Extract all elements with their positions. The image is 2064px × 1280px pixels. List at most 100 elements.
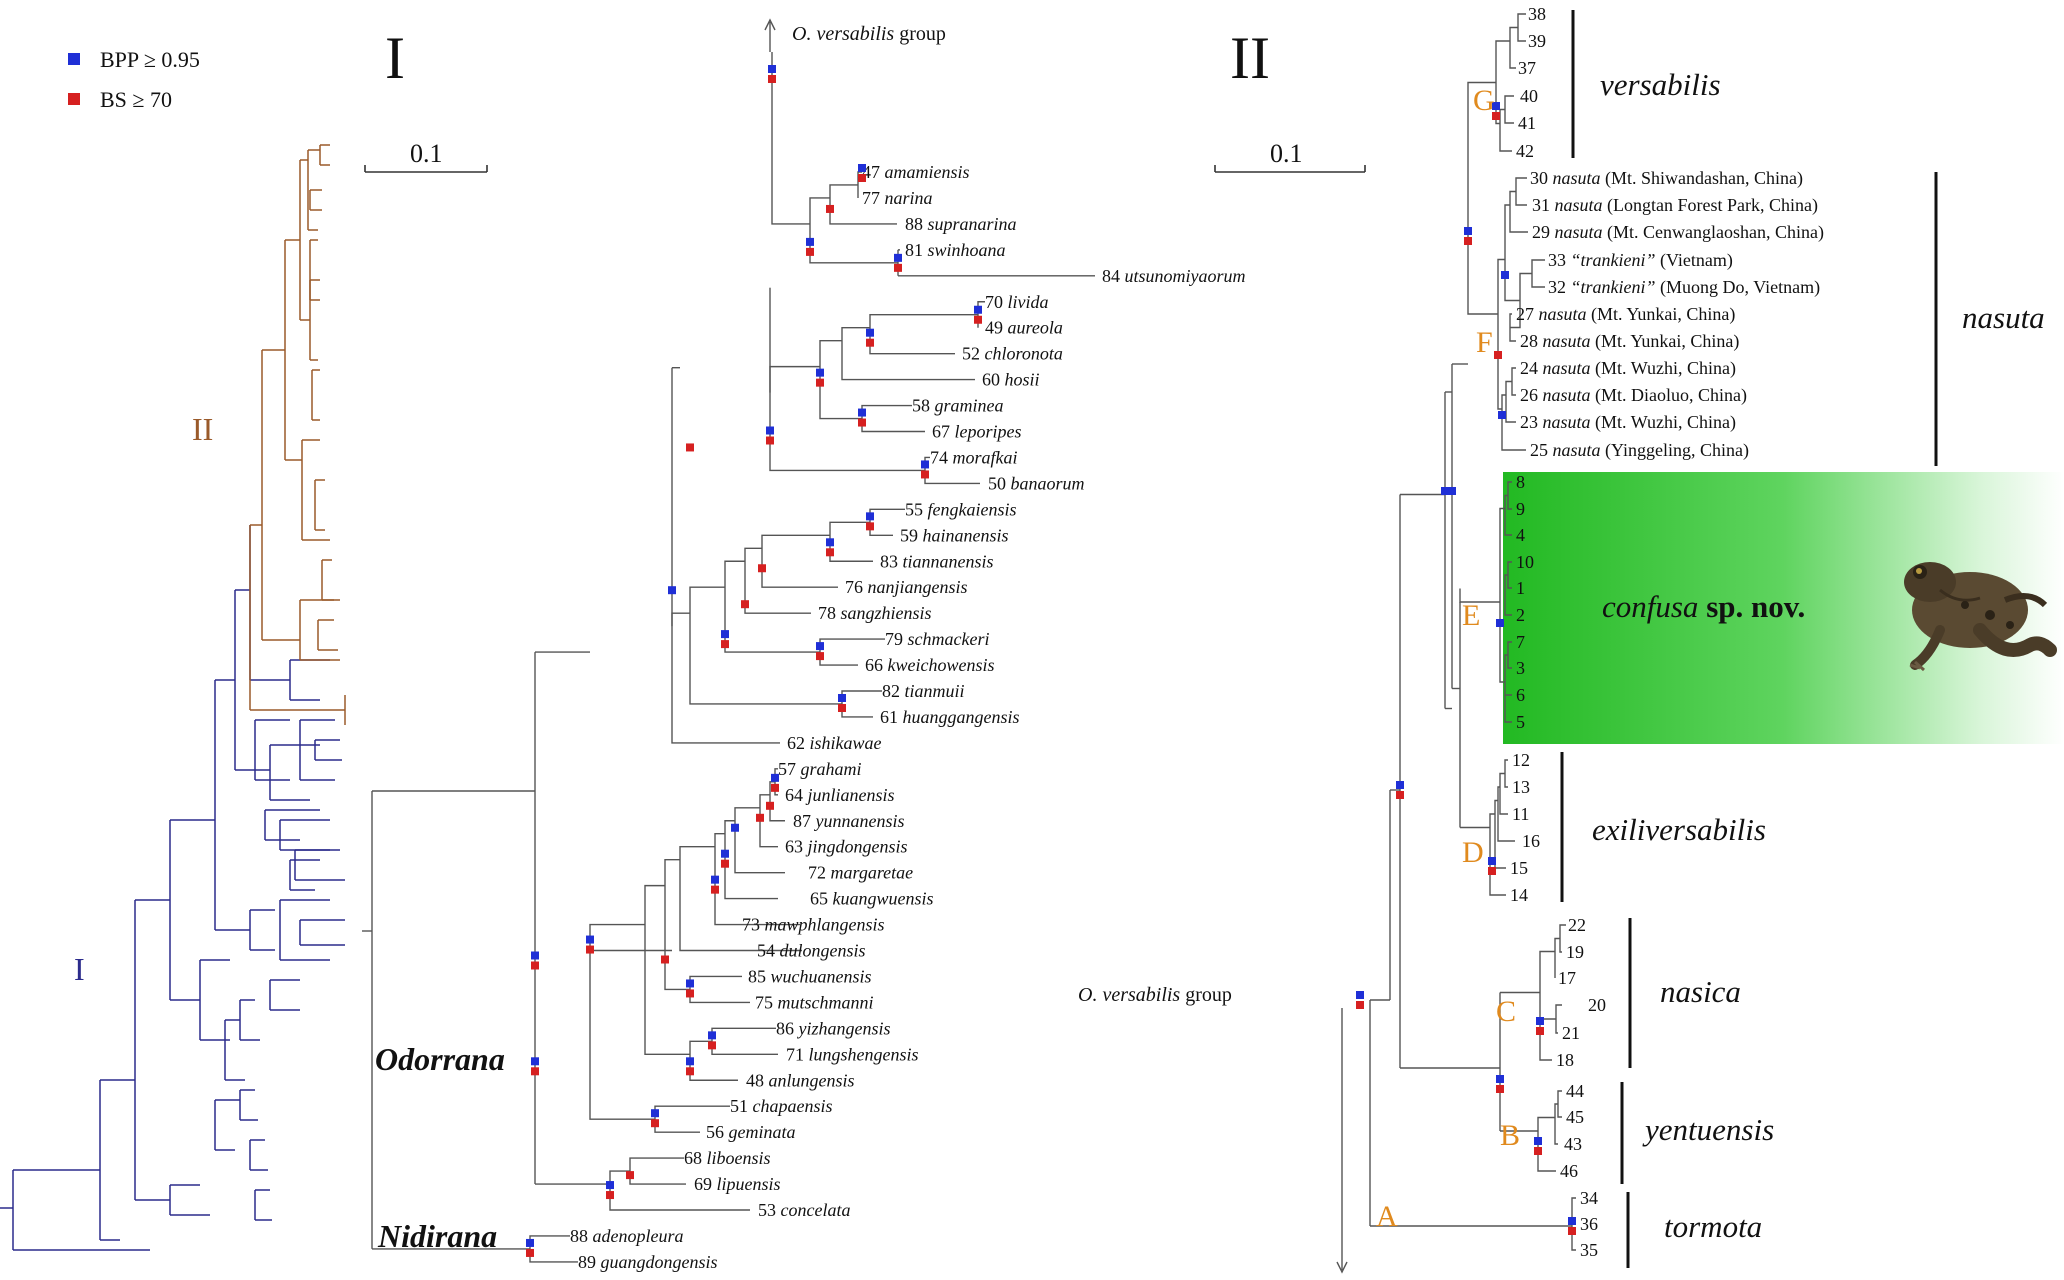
taxon-label: 71 lungshengensis <box>786 1044 919 1064</box>
taxon-name: ishikawae <box>810 733 882 753</box>
bpp-support-mark <box>858 408 866 417</box>
taxon-name: yunnanensis <box>814 811 905 831</box>
taxon-number: 83 <box>880 551 903 571</box>
overview-clade-II-branches <box>249 144 346 725</box>
bs-support-mark <box>1568 1227 1576 1235</box>
tip-number: 26 <box>1520 385 1543 405</box>
bpp-support-mark <box>806 237 814 246</box>
taxon-name: anlungensis <box>769 1070 855 1090</box>
tree-branch <box>1554 1103 1558 1145</box>
taxon-number: 86 <box>776 1018 799 1038</box>
taxon-name: hosii <box>1005 370 1040 390</box>
bs-support-mark <box>1534 1147 1542 1155</box>
bs-support-mark <box>721 859 729 868</box>
tip-locality: (Mt. Yunkai, China) <box>1591 331 1740 352</box>
taxon-label: 88 supranarina <box>905 214 1017 234</box>
group-name-confusa-suffix: sp. nov. <box>1706 589 1805 624</box>
tree-branch <box>1494 799 1506 869</box>
bpp-support-mark <box>1536 1017 1544 1025</box>
taxon-label: 56 geminata <box>706 1122 796 1142</box>
bpp-support-mark <box>606 1181 614 1190</box>
panel-II-scale-label: 0.1 <box>1270 139 1303 168</box>
taxon-number: 81 <box>905 240 928 260</box>
bpp-support-mark <box>686 1057 694 1066</box>
bpp-support-mark <box>1498 411 1506 419</box>
bpp-support-mark <box>1448 487 1456 495</box>
bpp-support-mark <box>768 65 776 73</box>
tip-locality: (Longtan Forest Park, China) <box>1603 195 1818 216</box>
tip-number: 8 <box>1516 472 1525 492</box>
overview-clade-I-branches <box>0 525 330 1251</box>
taxon-label: 64 junlianensis <box>785 785 895 805</box>
clade-letters: G F E D C B A <box>1376 84 1520 1233</box>
tree-branch <box>1501 394 1526 451</box>
taxon-number: 77 <box>862 188 885 208</box>
tip-number: 22 <box>1568 915 1586 935</box>
taxon-name: narina <box>885 188 933 208</box>
tip-locality: (Mt. Wuzhi, China) <box>1591 358 1736 379</box>
tip-number: 5 <box>1516 712 1525 732</box>
tip-number: 36 <box>1580 1214 1598 1234</box>
taxon-name: chloronota <box>985 344 1063 364</box>
taxon-label: 86 yizhangensis <box>776 1018 891 1038</box>
tree-branch <box>671 612 780 744</box>
tip-number: 35 <box>1580 1240 1598 1260</box>
taxon-name: jingdongensis <box>806 837 908 857</box>
taxon-number: 58 <box>912 396 935 416</box>
taxon-label: 61 huanggangensis <box>880 707 1020 727</box>
bs-support-mark <box>586 945 594 954</box>
group-name-exiliversabilis: exiliversabilis <box>1592 812 1766 847</box>
taxon-label: 84 utsunomiyaorum <box>1102 266 1246 286</box>
taxon-label: 88 adenopleura <box>570 1226 683 1246</box>
taxon-name: schmackeri <box>908 629 990 649</box>
nasuta-tip: 23 nasuta (Mt. Wuzhi, China) <box>1520 412 1736 433</box>
bs-support-mark <box>651 1119 659 1128</box>
taxon-number: 49 <box>985 318 1008 338</box>
nasuta-tip: 31 nasuta (Longtan Forest Park, China) <box>1532 195 1818 216</box>
bs-support-mark <box>1492 112 1500 120</box>
bs-support-mark <box>766 801 774 810</box>
overview-tree: II I <box>0 144 346 1251</box>
bpp-support-mark <box>1496 1075 1504 1083</box>
bs-support-mark <box>866 338 874 347</box>
frog-photo <box>1904 562 2057 672</box>
tip-species: nasuta <box>1539 304 1587 324</box>
panel-II-outgroup: O. versabilis group <box>1078 984 1348 1274</box>
tree-branch <box>1504 95 1514 124</box>
bs-support-mark <box>711 885 719 894</box>
bs-support-mark <box>974 315 982 324</box>
bpp-legend-label: BPP ≥ 0.95 <box>100 47 200 72</box>
taxon-label: 66 kweichowensis <box>865 655 994 675</box>
tip-species: “trankieni” <box>1571 277 1656 297</box>
bpp-legend-swatch <box>68 53 80 65</box>
tip-number: 6 <box>1516 685 1525 705</box>
taxon-label: 69 lipuensis <box>694 1174 781 1194</box>
tip-species: nasuta <box>1543 385 1591 405</box>
tip-species: nasuta <box>1543 331 1591 351</box>
tip-number: 14 <box>1510 885 1528 905</box>
taxon-number: 53 <box>758 1200 781 1220</box>
taxon-number: 56 <box>706 1122 729 1142</box>
taxon-number: 75 <box>755 992 778 1012</box>
taxon-name: supranarina <box>928 214 1017 234</box>
taxon-label: 89 guangdongensis <box>578 1252 718 1272</box>
tree-branch <box>1467 81 1498 315</box>
tip-species: nasuta <box>1555 195 1603 215</box>
bs-legend-label: BS ≥ 70 <box>100 87 172 112</box>
group-name-versabilis: versabilis <box>1600 67 1721 102</box>
taxon-number: 71 <box>786 1044 809 1064</box>
tree-branch <box>771 75 810 225</box>
bs-support-mark <box>1494 351 1502 359</box>
tree-branch <box>724 820 778 900</box>
tree-branch <box>1554 937 1560 978</box>
bs-support-mark <box>531 1067 539 1076</box>
taxon-label: 65 kuangwuensis <box>810 889 934 909</box>
taxon-label: 63 jingdongensis <box>785 837 908 857</box>
taxon-number: 70 <box>985 292 1008 312</box>
tip-number: 7 <box>1516 632 1525 652</box>
bpp-support-mark <box>708 1031 716 1040</box>
tree-branch <box>1509 26 1518 69</box>
taxon-label: 72 margaretae <box>808 863 913 883</box>
tree-branch <box>679 846 802 952</box>
tree-branch <box>609 1170 750 1211</box>
